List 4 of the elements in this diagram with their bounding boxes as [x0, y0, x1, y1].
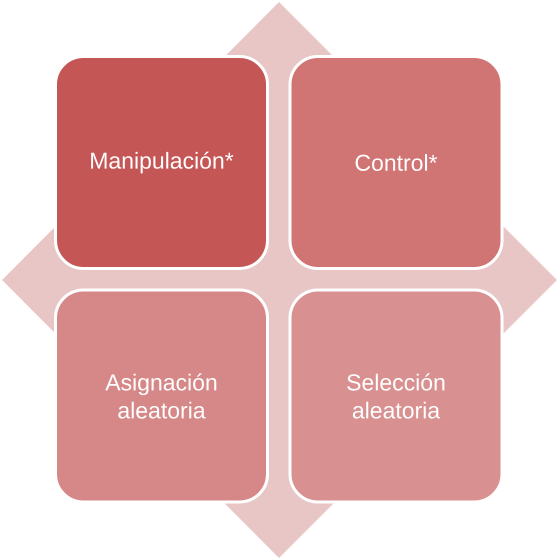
- rounded-box: Control*: [288, 55, 504, 270]
- rounded-box: Manipulación*: [54, 55, 269, 270]
- rounded-box: Asignación aleatoria: [54, 288, 269, 504]
- rounded-box: Selección aleatoria: [288, 288, 504, 504]
